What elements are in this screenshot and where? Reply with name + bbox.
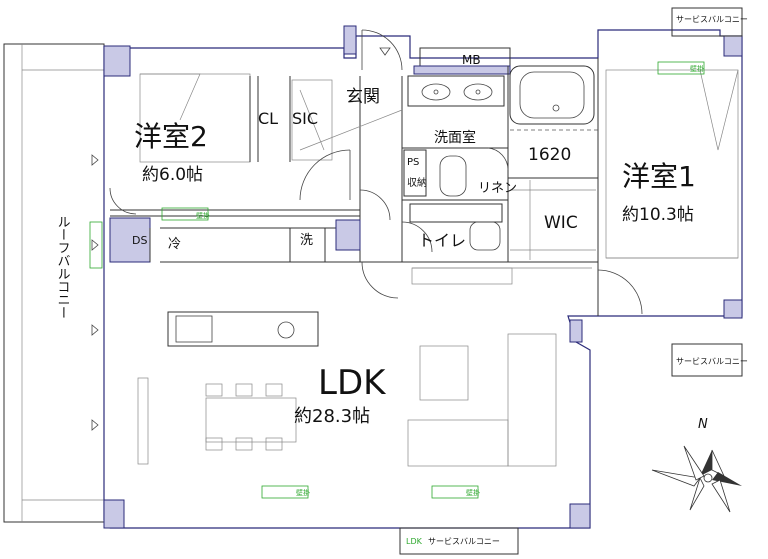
mb-label: MB (462, 53, 481, 67)
western1-fixtures (597, 69, 739, 315)
washroom-label: 洗面室 (434, 129, 476, 146)
wic-label: WIC (544, 213, 578, 233)
toilet-fixtures (401, 203, 503, 253)
ldk-code-label: LDK (406, 537, 423, 546)
washer-label: 洗 (300, 233, 313, 248)
western1-name: 洋室1 (622, 160, 696, 193)
western1-area: 約10.3帖 (622, 205, 694, 225)
washroom-fixtures (403, 75, 509, 197)
ds-label: DS (132, 234, 147, 247)
ldk-area: 約28.3帖 (294, 406, 370, 427)
linen-label: リネン (478, 181, 517, 196)
ldk-name: LDK (318, 363, 387, 403)
service-balcony-top-label: サービスバルコニー (676, 15, 748, 24)
western2-fixtures (109, 73, 351, 215)
partitions (109, 58, 599, 316)
fridge-label: 冷 (168, 237, 181, 252)
toilet-label: トイレ (418, 231, 466, 250)
ps-label: PS (407, 157, 419, 168)
service-balcony-bottom-label: サービスバルコニー (428, 537, 500, 546)
ldk-furniture (137, 261, 592, 467)
western2-area: 約6.0帖 (142, 165, 203, 185)
wall-mark-2: 壁掛 (690, 64, 704, 73)
outer-walls (103, 25, 743, 529)
wall-mark-1: 壁掛 (196, 211, 210, 220)
service-balcony-mid-label: サービスバルコニー (676, 357, 748, 366)
closet-label: CL (258, 109, 278, 128)
wall-mark-3: 壁掛 (296, 488, 310, 497)
storage-label: 収納 (407, 176, 427, 189)
bath-size-label: 1620 (528, 145, 571, 165)
wic-fixtures (510, 180, 596, 260)
entrance-door (299, 29, 403, 221)
roof-balcony-label: ルーフバルコニー (55, 215, 71, 319)
wall-mark-4: 壁掛 (466, 488, 480, 497)
compass-north-label: N (698, 417, 708, 432)
compass-icon (651, 445, 742, 513)
western2-name: 洋室2 (134, 120, 208, 153)
sic-label: SIC (292, 109, 318, 128)
wall-marks (89, 61, 705, 499)
entrance-label: 玄関 (346, 87, 380, 107)
service-balconies (399, 7, 743, 555)
bathroom (509, 65, 598, 131)
